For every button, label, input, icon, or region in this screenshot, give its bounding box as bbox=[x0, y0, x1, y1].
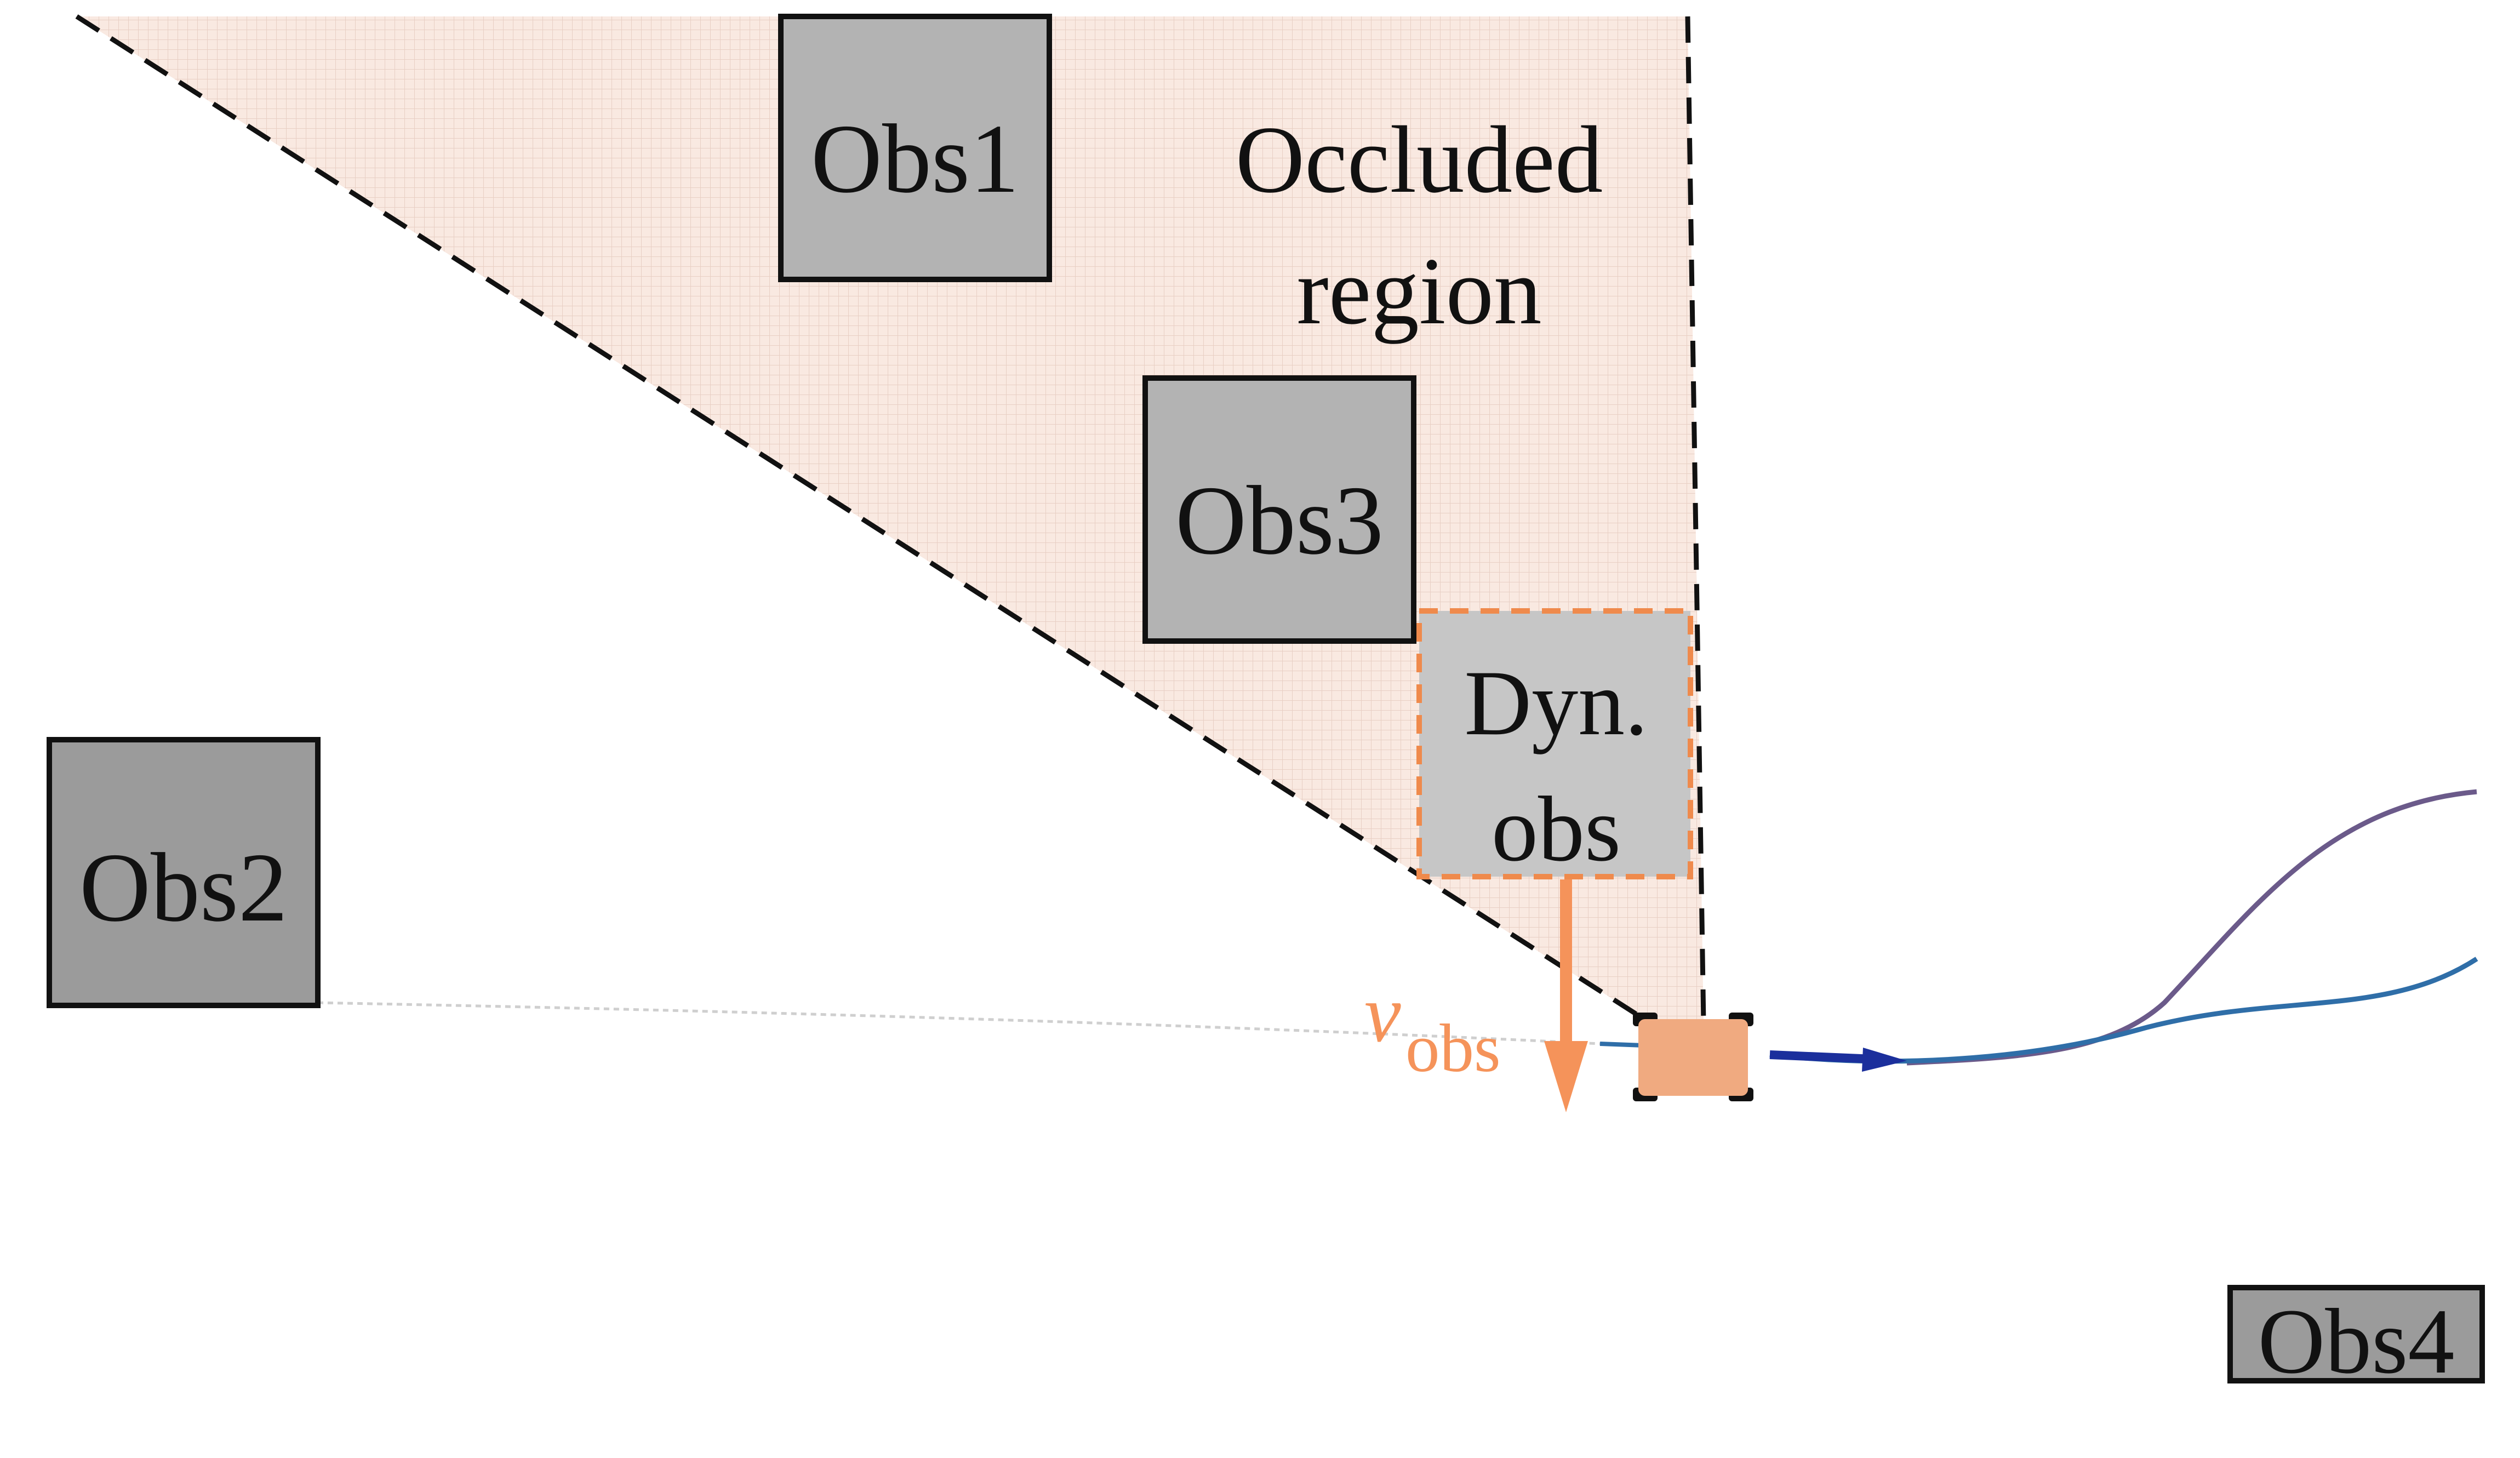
down-arrow-icon bbox=[1544, 879, 1588, 1112]
obs2-label: Obs2 bbox=[79, 833, 288, 942]
occluded-region bbox=[77, 16, 1704, 1057]
obs3-label: Obs3 bbox=[1175, 466, 1384, 575]
obstacle-obs3: Obs3 bbox=[1142, 375, 1416, 644]
occluded-region-label-line2: region bbox=[1296, 238, 1541, 344]
dynamic-obstacle: Dyn. obs bbox=[1416, 608, 1693, 880]
trajectory-start bbox=[1599, 1042, 1644, 1048]
obstacle-obs4: Obs4 bbox=[2227, 1285, 2485, 1393]
dyn-obs-label-line1: Dyn. bbox=[1464, 651, 1648, 754]
occlusion-boundary-right bbox=[1685, 16, 1707, 1058]
occluded-region-label-line1: Occluded bbox=[1236, 106, 1603, 213]
obs4-label: Obs4 bbox=[2258, 1290, 2455, 1393]
obs1-label: Obs1 bbox=[811, 104, 1019, 213]
obstacle-obs1: Obs1 bbox=[778, 14, 1052, 282]
obstacle-obs2: Obs2 bbox=[47, 737, 321, 1008]
right-arrow-icon bbox=[1769, 1048, 1907, 1072]
dyn-obs-label-line2: obs bbox=[1492, 777, 1621, 880]
velocity-subscript: obs bbox=[1405, 1011, 1501, 1087]
velocity-symbol: v bbox=[1364, 968, 1401, 1059]
trajectory-lower bbox=[1769, 957, 2478, 1064]
ego-car-icon bbox=[1633, 1013, 1753, 1101]
trajectory-upper bbox=[1906, 789, 2477, 1066]
